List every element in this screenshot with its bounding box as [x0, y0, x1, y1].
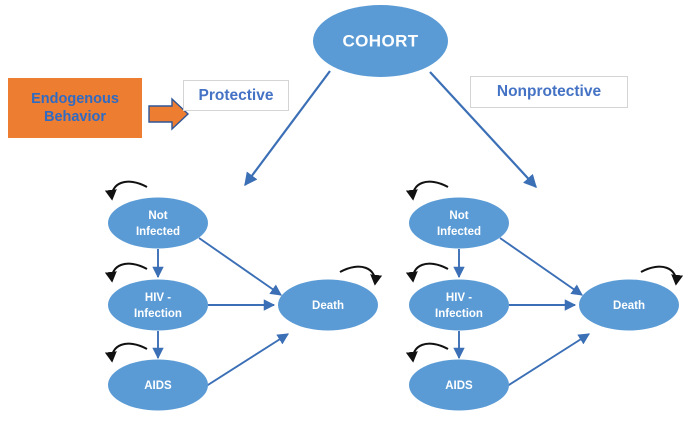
node-aids-right: AIDS	[409, 359, 509, 411]
aids-label-left: AIDS	[144, 380, 172, 392]
self-loop-aids-right	[405, 342, 449, 363]
self-loop-hiv-right	[405, 262, 449, 283]
hiv-infection-label-line1-left: HIV -	[145, 292, 171, 304]
not-infected-label-line1-left: Not	[148, 210, 167, 222]
endogenous-behavior-box: Endogenous Behavior	[8, 78, 142, 138]
self-loop-hiv-left	[104, 262, 148, 283]
protective-cluster: Not Infected HIV - Infection AIDS Death	[104, 180, 383, 411]
self-loop-notinfected-left	[104, 180, 148, 201]
aids-ellipse-left	[108, 359, 208, 411]
arrow-aids-to-death-right	[500, 333, 590, 391]
not-infected-label-line2-right: Infected	[437, 226, 481, 238]
endogenous-behavior-line1: Endogenous	[31, 91, 119, 107]
death-ellipse-right	[579, 279, 679, 331]
death-label-left: Death	[312, 300, 344, 312]
aids-label-right: AIDS	[445, 380, 473, 392]
node-aids-left: AIDS	[108, 359, 208, 411]
hiv-infection-ellipse-left	[108, 279, 208, 331]
arrow-cohort-to-protective	[244, 70, 331, 187]
self-loop-death-right	[640, 265, 684, 286]
self-loop-notinfected-right	[405, 180, 449, 201]
node-hiv-infection-right: HIV - Infection	[409, 279, 509, 331]
node-death-right: Death	[579, 279, 679, 331]
arrow-notinfected-to-death-right	[499, 237, 583, 296]
block-arrow-endogenous-to-protective	[148, 97, 190, 131]
node-cohort: COHORT	[313, 5, 448, 77]
hiv-infection-ellipse-right	[409, 279, 509, 331]
node-not-infected-right: Not Infected	[409, 197, 509, 249]
death-ellipse-left	[278, 279, 378, 331]
hiv-infection-label-line2-left: Infection	[134, 308, 182, 320]
branch-label-protective: Protective	[183, 80, 289, 111]
branch-label-nonprotective: Nonprotective	[470, 76, 628, 108]
arrow-cohort-to-nonprotective	[429, 71, 537, 188]
aids-ellipse-right	[409, 359, 509, 411]
endogenous-behavior-line2: Behavior	[43, 109, 107, 125]
not-infected-label-line1-right: Not	[449, 210, 468, 222]
nonprotective-cluster: Not Infected HIV - Infection AIDS Death	[405, 180, 684, 411]
hiv-infection-label-line1-right: HIV -	[446, 292, 472, 304]
node-hiv-infection-left: HIV - Infection	[108, 279, 208, 331]
block-arrow-shape	[148, 97, 190, 131]
arrow-notinfected-to-death-left	[198, 237, 282, 296]
node-not-infected-left: Not Infected	[108, 197, 208, 249]
arrow-aids-to-death-left	[199, 333, 289, 391]
self-loop-aids-left	[104, 342, 148, 363]
not-infected-ellipse-right	[409, 197, 509, 249]
cohort-ellipse	[313, 5, 448, 77]
hiv-infection-label-line2-right: Infection	[435, 308, 483, 320]
node-death-left: Death	[278, 279, 378, 331]
cohort-label: COHORT	[342, 31, 418, 50]
death-label-right: Death	[613, 300, 645, 312]
self-loop-death-left	[339, 265, 383, 286]
not-infected-ellipse-left	[108, 197, 208, 249]
not-infected-label-line2-left: Infected	[136, 226, 180, 238]
